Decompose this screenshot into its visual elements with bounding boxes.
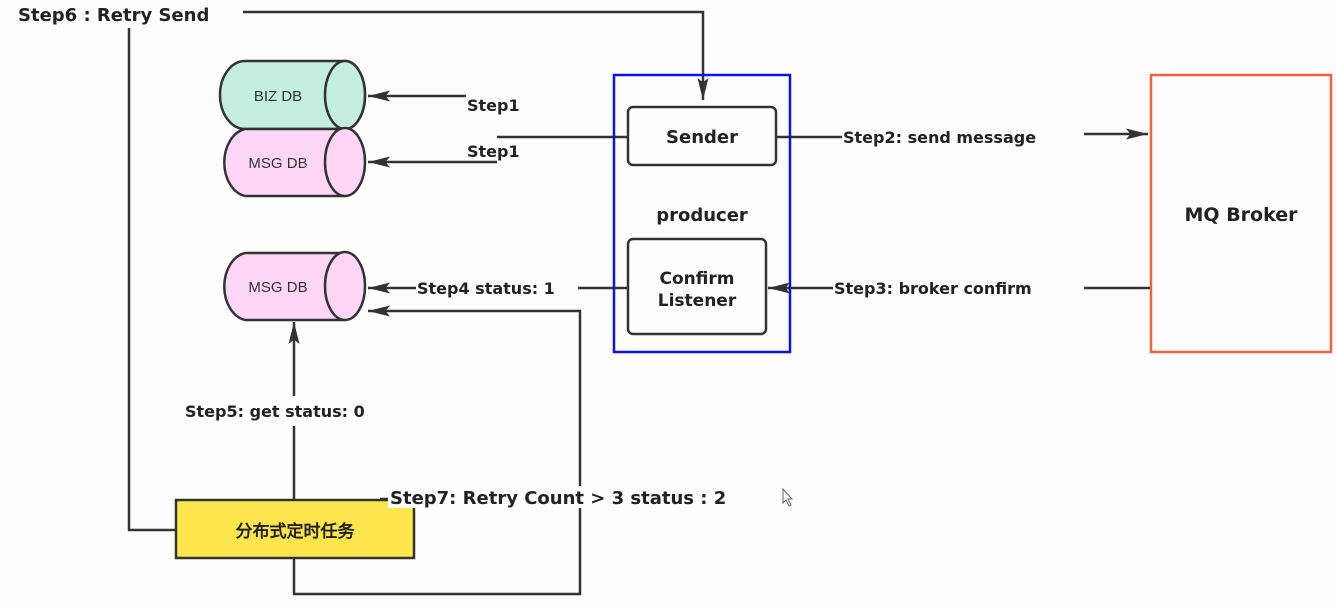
confirm-listener-label-1: Confirm (660, 269, 735, 289)
step1-biz-label: Step1 (467, 96, 520, 115)
msg-db-label-top: MSG DB (248, 155, 307, 172)
step2-label: Step2: send message (843, 128, 1036, 147)
mouse-cursor-icon (782, 487, 794, 507)
scheduled-task-label: 分布式定时任务 (236, 521, 356, 542)
confirm-listener-box (626, 237, 768, 336)
msg-db-cylinder-top: MSG DB (223, 126, 367, 198)
step6-connector (243, 10, 709, 100)
step5-label: Step5: get status: 0 (185, 402, 365, 421)
msg-db-cylinder-bottom: MSG DB (223, 250, 367, 322)
step7-label: Step7: Retry Count > 3 status : 2 (390, 488, 726, 509)
scheduled-task-box (174, 498, 416, 560)
step1-msg-label: Step1 (467, 142, 520, 161)
sender-box (626, 105, 778, 167)
confirm-listener-label-2: Listener (658, 291, 737, 311)
biz-db-cylinder: BIZ DB (218, 59, 367, 131)
step4-label: Step4 status: 1 (417, 279, 555, 298)
retry-loop-connector (127, 28, 176, 532)
step3-label: Step3: broker confirm (834, 279, 1032, 298)
mq-broker-box (1149, 73, 1333, 354)
sender-label: Sender (666, 127, 738, 148)
mq-broker-label: MQ Broker (1185, 204, 1299, 226)
step7-loop-connector (292, 305, 582, 596)
step6-label: Step6 : Retry Send (18, 5, 209, 26)
msg-db-label-bottom: MSG DB (248, 279, 307, 296)
step7-label-bg (388, 486, 778, 508)
producer-label: producer (656, 205, 748, 226)
biz-db-label: BIZ DB (254, 88, 302, 105)
producer-container (612, 73, 792, 354)
